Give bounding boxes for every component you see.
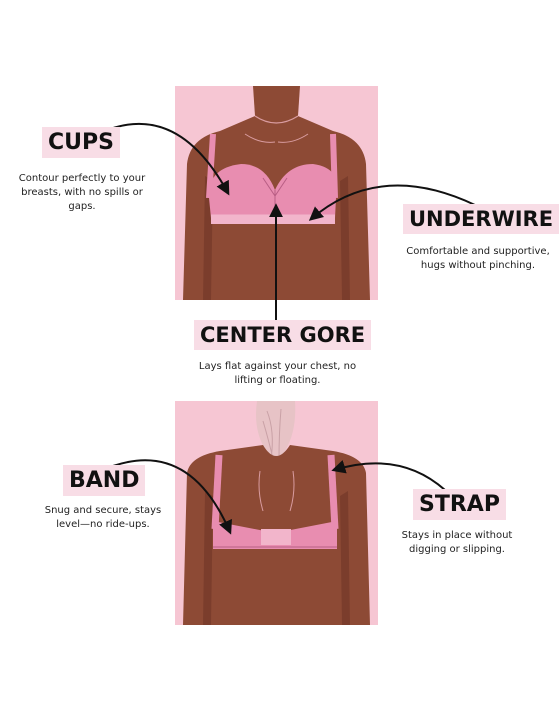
band-description: Snug and secure, stays level—no ride-ups… (38, 504, 168, 532)
underwire-description: Comfortable and supportive, hugs without… (403, 245, 553, 273)
center-gore-desc-line1: Lays flat against your chest, no (198, 361, 357, 372)
underwire-desc-line2: hugs without pinching. (420, 260, 536, 271)
band-label: BAND (63, 465, 146, 497)
cups-description: Contour perfectly to your breasts, with … (7, 172, 157, 214)
bra-front-illustration (183, 86, 370, 300)
center-gore-label: CENTER GORE (194, 320, 372, 351)
neck-shape (253, 86, 300, 122)
underwire-desc-line1: Comfortable and supportive, (406, 246, 550, 257)
strap-desc-line1: Stays in place without (401, 530, 513, 541)
underwire-label: UNDERWIRE (403, 204, 560, 235)
neck-line (254, 115, 299, 124)
back-illustration-panel (175, 401, 378, 625)
cups-desc-line2: breasts, with no spills or gaps. (21, 187, 143, 212)
band-desc-line1: Snug and secure, stays (44, 505, 162, 516)
band-hook-closure (261, 529, 291, 545)
collarbone-lines (244, 133, 309, 143)
strap-desc-line2: digging or slipping. (409, 544, 505, 555)
back-strap-right (327, 454, 339, 530)
center-gore-desc-line2: lifting or floating. (234, 375, 321, 386)
cups-label: CUPS (42, 127, 120, 159)
hair-shape (256, 401, 296, 471)
center-gore-description: Lays flat against your chest, no lifting… (190, 360, 365, 388)
strap-label: STRAP (413, 489, 506, 521)
back-strap-left (211, 454, 223, 530)
cups-desc-line1: Contour perfectly to your (18, 173, 146, 184)
band-desc-line2: level—no ride-ups. (56, 519, 150, 530)
front-band (211, 214, 335, 224)
bra-back-illustration (183, 401, 370, 625)
front-illustration-panel (175, 86, 378, 300)
strap-description: Stays in place without digging or slippi… (392, 529, 522, 557)
